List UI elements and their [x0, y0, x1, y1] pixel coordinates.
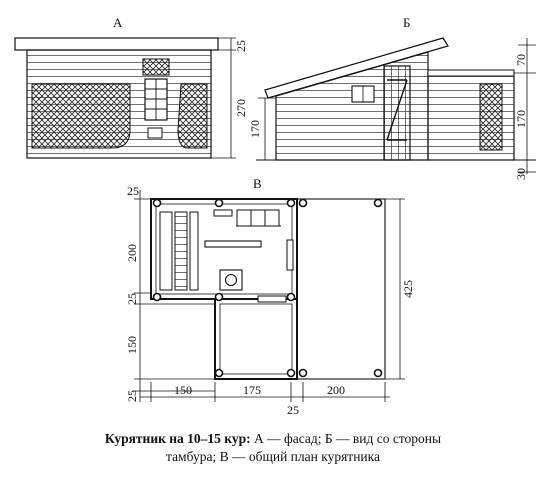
dim-a-height: 270: [234, 99, 248, 117]
facade-mesh-right: [177, 83, 208, 149]
dim-plan-right: 425: [401, 280, 415, 298]
dim-a-top: 25: [234, 40, 248, 52]
facade-roof: [14, 37, 219, 51]
dim-plan-bottom-3: 200: [327, 383, 345, 397]
figure-caption: Курятник на 10–15 кур: А — фасад; Б — ви…: [0, 430, 546, 466]
view-c-plan: В: [125, 176, 415, 417]
side-door: [383, 65, 411, 161]
caption-line1-rest: А — фасад; Б — вид со стороны: [250, 431, 442, 446]
view-a-label: А: [113, 15, 123, 30]
plan-nests: [213, 209, 281, 227]
plan-perches: [159, 211, 199, 291]
dim-plan-left-mid: 25: [125, 293, 139, 305]
plan-coop-room: [150, 198, 298, 300]
caption-bold: Курятник на 10–15 кур:: [104, 431, 251, 446]
view-c-label: В: [253, 176, 262, 191]
plan-posts: [152, 198, 383, 378]
side-roof: [264, 37, 449, 99]
facade-mesh-left: [31, 83, 131, 149]
dim-plan-left-upper: 200: [125, 244, 139, 262]
side-enclosure-roof: [427, 69, 515, 77]
dim-b-left: 170: [248, 120, 262, 138]
dim-b-right-mid: 170: [514, 110, 528, 128]
plan-drinker-box: [219, 269, 243, 291]
dim-plan-bottom-2: 175: [243, 383, 261, 397]
dim-b-right-top: 70: [514, 54, 528, 66]
plan-feeder: [204, 240, 262, 248]
view-a-facade: А 25 270: [14, 15, 248, 159]
caption-line-1: Курятник на 10–15 кур: А — фасад; Б — ви…: [0, 430, 546, 448]
dim-plan-left-lower: 150: [125, 336, 139, 354]
caption-line-2: тамбура; В — общий план курятника: [166, 449, 380, 464]
dim-plan-top: 25: [127, 184, 139, 198]
dim-b-right-bottom: 30: [514, 168, 528, 180]
dim-plan-bottom-extra: 25: [287, 403, 299, 417]
facade-window-top-mesh: [142, 58, 170, 76]
side-enclosure-mesh: [479, 83, 503, 151]
dim-plan-left-bottom: 25: [125, 390, 139, 402]
plan-tambour: [214, 298, 298, 380]
dim-plan-bottom-1: 150: [174, 383, 192, 397]
view-b-label: Б: [403, 15, 410, 30]
plan-drinker: [224, 273, 238, 287]
view-b-side: Б 170 70 170 30: [248, 15, 536, 180]
facade-hatch: [147, 127, 163, 139]
plan-enclosure: [296, 198, 386, 380]
